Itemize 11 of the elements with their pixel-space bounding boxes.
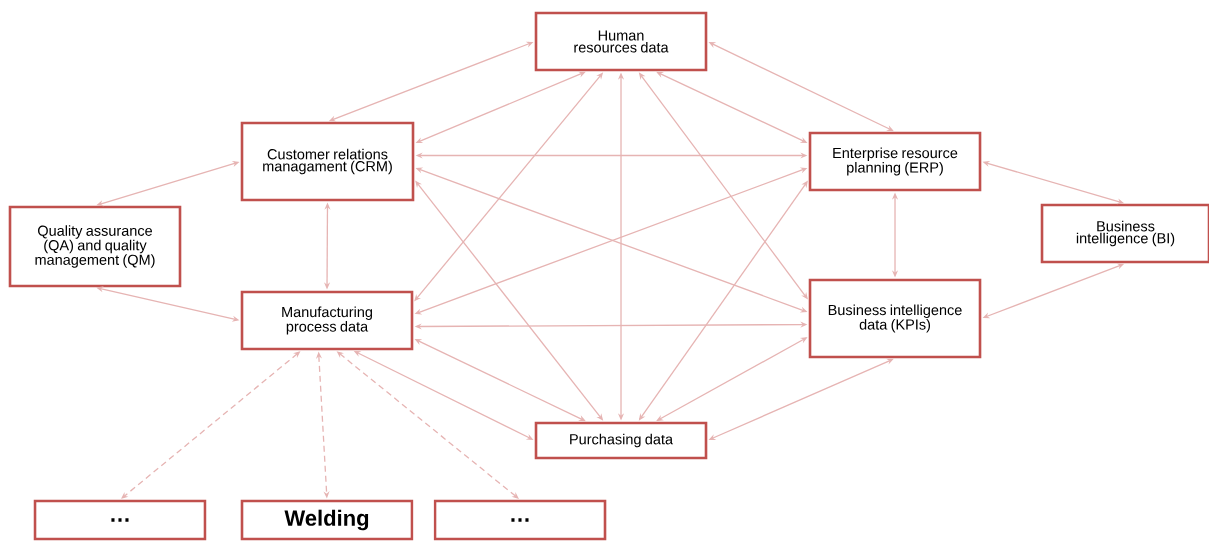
process-box: … xyxy=(33,499,207,541)
process-box: Purchasing data xyxy=(534,421,708,460)
process-box: Business intelligence (BI) xyxy=(1040,203,1209,264)
process-box: Customer relations managament (CRM) xyxy=(240,121,415,202)
process-box: Welding xyxy=(240,499,414,541)
process-box: Business intelligence data (KPIs) xyxy=(808,278,982,359)
process-box: Human resources data xyxy=(534,11,708,72)
process-box: … xyxy=(433,499,607,541)
process-box: Quality assurance (QA) and quality management (QM) xyxy=(8,205,182,288)
process-box: Enterprise resource planning (ERP) xyxy=(808,131,982,192)
process-box: Manufacturing process data xyxy=(240,290,414,351)
